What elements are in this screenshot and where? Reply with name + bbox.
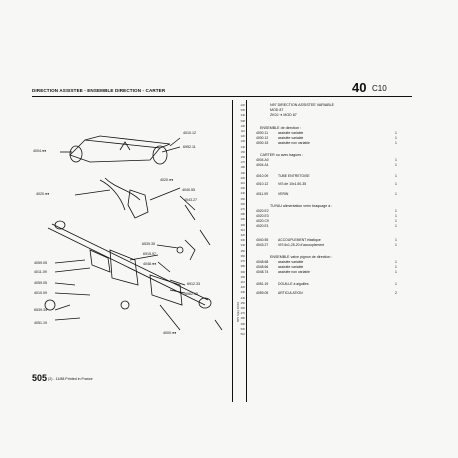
column-divider-2 [232,100,233,402]
callout: 4059.05 [34,261,47,265]
group-heading: ENSEMBLE valve pignon de direction : [270,255,333,259]
list-item: 4020.E3 [256,214,269,218]
quantity: 1 [395,136,397,140]
callout: 4010.09 [34,291,47,295]
callout: 4040.55 [182,188,195,192]
callout: 6952.11 [183,145,196,149]
callout: 4000.●● [163,331,177,335]
quantity: 1 [395,131,397,135]
callout: 4004.●● [33,149,47,153]
callout: 6962.15 [185,292,198,296]
callout: 4051.19 [34,321,47,325]
group-heading: CARTER nu avec bagues : [260,153,304,157]
quantity: 1 [395,214,397,218]
list-item: 4020.C9 [256,219,269,223]
quantity: 1 [395,238,397,242]
quantity: 1 [395,163,397,167]
section-number: 40 [352,80,367,95]
callout: 4011.09 [34,270,47,274]
list-item: 4020.E1 [256,224,269,228]
list-item: 4004.A1 [256,163,269,167]
quantity: 1 [395,141,397,145]
quantity: 1 [395,182,397,186]
callout: 6915.97 [143,252,156,256]
page-title: DIRECTION ASSISTEE - ENSEMBLE DIRECTION … [32,88,166,93]
callout: 4020.●● [36,192,50,196]
quantity: 2 [395,291,397,295]
exploded-view-drawing [44,135,223,331]
quantity: 1 [395,209,397,213]
list-item: 4020.E2 [256,209,269,213]
group-heading: TUYAU alimentation verin braquage à : [270,204,333,208]
quantity: 1 [395,219,397,223]
quantity: 1 [395,158,397,162]
callout: 6539.35 [142,242,155,246]
list-item: 4004.A0 [256,158,269,162]
quantity: 1 [395,270,397,274]
quantity: 1 [395,224,397,228]
footer-text: (2) - 11/88 Printed in France [48,377,93,381]
quantity: 1 [395,243,397,247]
footer-model: 505 [32,373,48,383]
callout: 4059.05 [34,281,47,285]
quantity: 1 [395,265,397,269]
note-line: ZK0J ➜ MOD 87 [270,113,297,117]
note-line: MOD 87 [270,108,284,112]
quantity: 1 [395,260,397,264]
column-divider [246,100,247,402]
note-line: N97 DIRECTION ASSISTEE VARIABLE [270,103,335,107]
callout: 6912.33 [187,282,200,286]
quantity: 1 [395,282,397,286]
callout: 4043.27 [184,198,197,202]
callout: 4020.●● [160,178,174,182]
group-heading: ENSEMBLE de direction : [260,126,302,130]
section-code: C10 [372,84,387,93]
quantity: 1 [395,192,397,196]
header-rule [32,96,412,98]
callout: 6539.34 [34,308,47,312]
callout: 4048.●● [143,262,157,266]
vertical-reference: 505 S(E) 40/10 [236,301,240,322]
callout: 4010.12 [183,131,196,135]
quantity: 1 [395,174,397,178]
